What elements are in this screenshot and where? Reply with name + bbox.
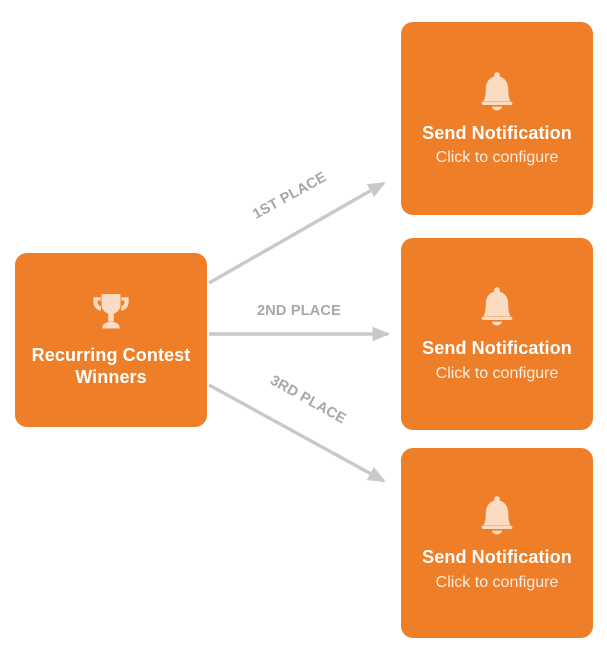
node-subtitle: Click to configure [435,364,559,382]
node-subtitle: Click to configure [435,573,559,591]
bell-icon [476,493,518,537]
node-subtitle: Click to configure [435,149,559,167]
node-send-notification-3[interactable]: Send Notification Click to configure [401,448,593,638]
node-title: Send Notification [422,547,572,568]
connector-1st-place [208,181,386,285]
node-send-notification-1[interactable]: Send Notification Click to configure [401,22,593,215]
node-send-notification-2[interactable]: Send Notification Click to configure [401,238,593,430]
trophy-icon [88,291,134,335]
connector-3rd-place [208,383,386,483]
node-title: Send Notification [422,122,572,143]
bell-icon [476,69,518,113]
edge-label-2nd-place: 2ND PLACE [257,303,341,319]
node-title: Recurring Contest Winners [31,345,191,387]
bell-icon [476,284,518,328]
node-title: Send Notification [422,338,572,359]
node-recurring-contest-winners[interactable]: Recurring Contest Winners [15,253,207,427]
